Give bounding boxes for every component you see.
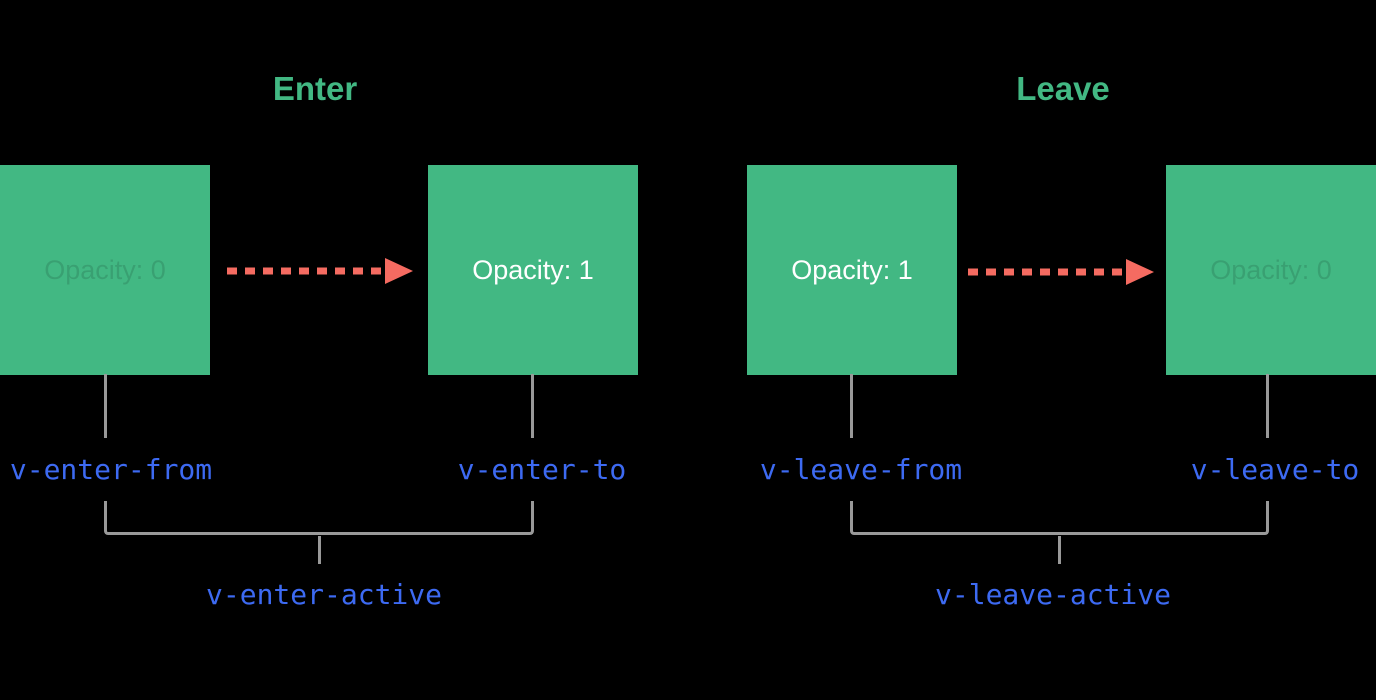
leave-to-connector-line: [1266, 374, 1269, 438]
leave-from-connector-line: [850, 374, 853, 438]
enter-transition-arrow-icon: [227, 258, 413, 284]
enter-from-connector-line: [104, 374, 107, 438]
leave-to-class-label: v-leave-to: [1190, 453, 1360, 486]
enter-to-connector-line: [531, 374, 534, 438]
enter-from-box-label: Opacity: 0: [44, 255, 166, 285]
leave-group-title: Leave: [1016, 70, 1110, 107]
leave-active-bracket-stub: [1058, 536, 1061, 564]
enter-active-bracket: [104, 501, 534, 535]
enter-from-box: Opacity: 0: [0, 165, 210, 375]
leave-to-box-label: Opacity: 0: [1210, 255, 1332, 285]
leave-active-class-label: v-leave-active: [934, 578, 1172, 611]
enter-from-class-label: v-enter-from: [9, 453, 213, 486]
leave-transition-arrow-icon: [968, 259, 1154, 285]
enter-group-title: Enter: [272, 70, 358, 107]
leave-active-bracket: [850, 501, 1269, 535]
leave-from-box-label: Opacity: 1: [791, 255, 913, 285]
leave-from-class-label: v-leave-from: [759, 453, 963, 486]
enter-to-box: Opacity: 1: [428, 165, 638, 375]
enter-to-class-label: v-enter-to: [457, 453, 627, 486]
leave-to-box: Opacity: 0: [1166, 165, 1376, 375]
enter-active-class-label: v-enter-active: [205, 578, 443, 611]
leave-from-box: Opacity: 1: [747, 165, 957, 375]
enter-active-bracket-stub: [318, 536, 321, 564]
enter-to-box-label: Opacity: 1: [472, 255, 594, 285]
